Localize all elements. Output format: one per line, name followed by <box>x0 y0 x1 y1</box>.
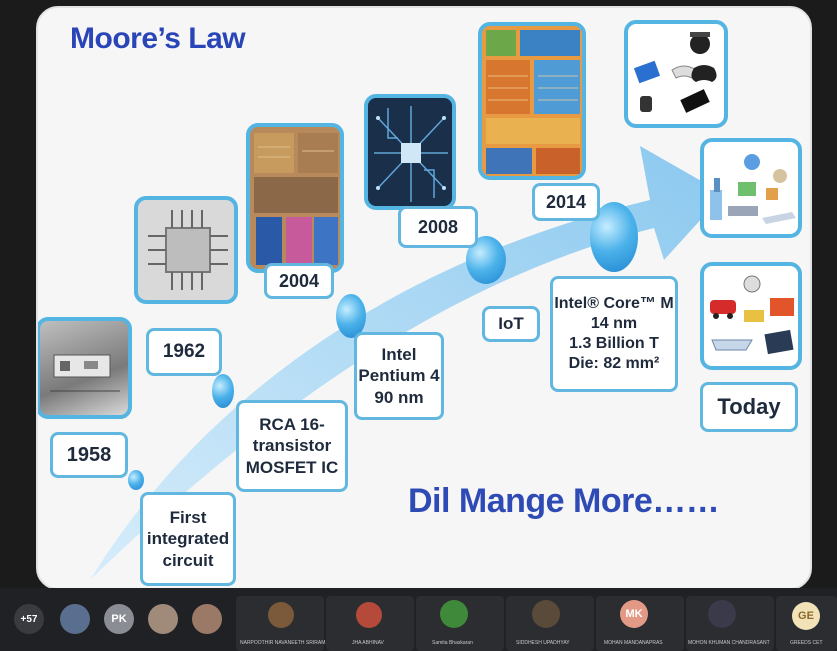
label-1958: 1958 <box>50 432 128 478</box>
timeline-dot <box>336 294 366 338</box>
participant-avatar <box>708 600 736 628</box>
photo-1958-circuit <box>38 317 132 419</box>
participant-avatar[interactable]: PK <box>104 604 134 634</box>
participant-avatar: MK <box>620 600 648 628</box>
photo-2014-die <box>478 22 586 180</box>
participant-avatar <box>532 600 560 628</box>
photo-applications <box>700 138 802 238</box>
participant-avatar[interactable] <box>148 604 178 634</box>
photo-1962-chip <box>134 196 238 304</box>
label-today: Today <box>700 382 798 432</box>
label-2014: 2014 <box>532 183 600 221</box>
participant-name: NARPOOTHIR NAVANEETH SRIRAM... <box>240 640 330 646</box>
participant-name: GREEDS CET <box>790 640 823 646</box>
label-rca-mosfet: RCA 16- transistor MOSFET IC <box>236 400 348 492</box>
participant-name: Samita Bhaskaran <box>432 640 473 646</box>
label-first-integrated-circuit: First integrated circuit <box>140 492 236 586</box>
participant-avatar: GE <box>792 602 820 630</box>
timeline-dot <box>128 470 144 490</box>
timeline-dot <box>212 374 234 408</box>
label-1962: 1962 <box>146 328 222 376</box>
more-participants-badge[interactable]: +57 <box>14 604 44 634</box>
photo-devices <box>624 20 728 128</box>
label-iot: IoT <box>482 306 540 342</box>
participant-avatar[interactable] <box>60 604 90 634</box>
label-2008: 2008 <box>398 206 478 248</box>
participant-avatar <box>268 602 294 628</box>
presentation-slide: Moore’s Law 1958 First integrated circui… <box>36 6 812 590</box>
slide-title: Moore’s Law <box>70 22 246 55</box>
label-intel-core-m: Intel® Core™ M 14 nm 1.3 Billion T Die: … <box>550 276 678 392</box>
slide-tagline: Dil Mange More…… <box>408 482 720 520</box>
photo-2008-processor <box>364 94 456 210</box>
label-2004: 2004 <box>264 263 334 299</box>
timeline-arrow <box>90 146 724 580</box>
participant-avatar <box>440 600 468 628</box>
label-intel-pentium-4: Intel Pentium 4 90 nm <box>354 332 444 420</box>
participant-name: MOHON KHUMAN CHANDRASANT <box>688 640 770 646</box>
participant-avatar <box>356 602 382 628</box>
participant-name: MOHAN MANDANAPRAS <box>604 640 663 646</box>
photo-vehicles <box>700 262 802 370</box>
participant-avatar[interactable] <box>192 604 222 634</box>
participant-name: SIDDHESH UPADHYAY <box>516 640 570 646</box>
participant-name: JHA ABHINAV <box>352 640 384 646</box>
photo-2004-die <box>246 123 344 273</box>
